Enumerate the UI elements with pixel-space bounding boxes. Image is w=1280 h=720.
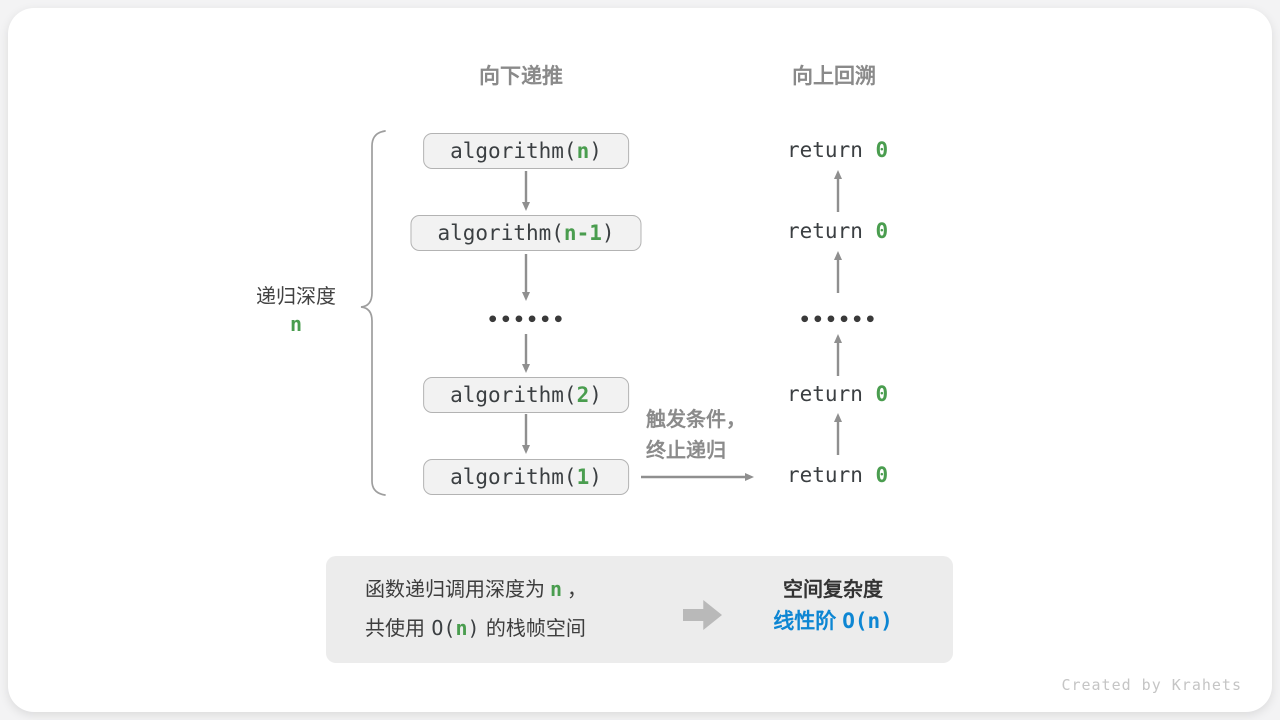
- summary-code: O(: [431, 616, 456, 640]
- call-text: ): [589, 383, 602, 407]
- call-text: ): [589, 139, 602, 163]
- credit-text: Created by Krahets: [1061, 676, 1242, 694]
- summary-panel: [326, 556, 953, 663]
- summary-line-2: 共使用 O(n) 的栈帧空间: [365, 609, 587, 648]
- summary-var-n: n: [550, 577, 563, 601]
- depth-variable: n: [289, 312, 303, 336]
- ellipsis-left: ••••••: [486, 309, 566, 331]
- return-statement: return 0: [787, 462, 888, 488]
- return-value: 0: [875, 463, 889, 487]
- return-text: return: [787, 219, 876, 243]
- summary-var-n: n: [455, 616, 468, 640]
- return-statement: return 0: [787, 137, 888, 163]
- trigger-line-1: 触发条件，: [646, 407, 746, 431]
- ellipsis-right: ••••••: [798, 309, 878, 331]
- call-text: ): [601, 221, 615, 245]
- return-text: return: [787, 463, 876, 487]
- call-box-n: algorithm(n): [423, 133, 629, 169]
- summary-code: ): [467, 616, 480, 640]
- summary-text: 的栈帧空间: [479, 616, 586, 640]
- summary-text: 共使用: [365, 616, 432, 640]
- call-arg: 2: [576, 383, 590, 407]
- return-text: return: [787, 138, 876, 162]
- call-arg: n: [576, 139, 590, 163]
- return-value: 0: [875, 382, 889, 406]
- summary-text: ，: [567, 577, 588, 601]
- return-statement: return 0: [787, 381, 888, 407]
- call-text: algorithm(: [450, 465, 577, 489]
- header-upward-backtracking: 向上回溯: [792, 64, 876, 88]
- call-text: algorithm(: [450, 383, 577, 407]
- summary-text: 函数递归调用深度为: [365, 577, 545, 601]
- depth-text: 递归深度: [256, 284, 336, 308]
- terminate-condition-note: 触发条件， 终止递归: [646, 404, 746, 466]
- call-arg: 1: [576, 465, 590, 489]
- call-text: algorithm(: [437, 221, 564, 245]
- call-box-n-1: algorithm(n-1): [410, 215, 642, 251]
- call-box-2: algorithm(2): [423, 377, 629, 413]
- call-box-1: algorithm(1): [423, 459, 629, 495]
- return-value: 0: [875, 219, 889, 243]
- call-arg: n-1: [563, 221, 602, 245]
- complexity-value-code: O(n): [842, 609, 893, 633]
- complexity-value-text: 线性阶: [773, 609, 837, 633]
- trigger-line-2: 终止递归: [646, 438, 726, 462]
- call-text: ): [589, 465, 602, 489]
- return-text: return: [787, 382, 876, 406]
- call-text: algorithm(: [450, 139, 577, 163]
- header-downward-recursion: 向下递推: [479, 64, 563, 88]
- complexity-title: 空间复杂度: [782, 577, 883, 601]
- recursion-depth-label: 递归深度 n: [256, 283, 336, 339]
- return-value: 0: [875, 138, 889, 162]
- return-statement: return 0: [787, 218, 888, 244]
